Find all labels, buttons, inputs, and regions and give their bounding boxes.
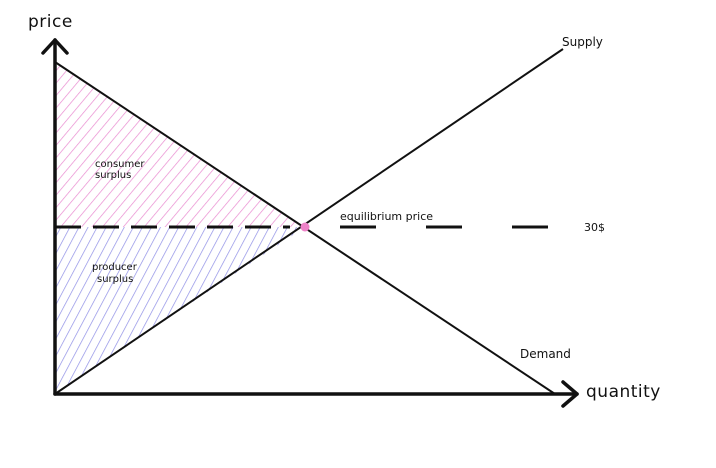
consumer-surplus-label-line1: consumer [95, 159, 145, 170]
x-axis-label: quantity [586, 382, 661, 402]
price-value-label: 30$ [584, 221, 605, 234]
x-axis-arrow-icon [561, 380, 579, 408]
y-axis-label: price [28, 12, 73, 32]
producer-surplus-label-line1: producer [92, 262, 138, 273]
equilibrium-price-label: equilibrium price [340, 210, 433, 223]
equilibrium-point [300, 222, 310, 232]
consumer-surplus-label-line2: surplus [95, 170, 131, 181]
supply-curve [54, 48, 564, 395]
producer-surplus-label-line2: surplus [97, 274, 133, 285]
demand-label: Demand [520, 347, 571, 361]
y-axis-arrow-icon [41, 38, 69, 55]
supply-label: Supply [562, 35, 603, 49]
